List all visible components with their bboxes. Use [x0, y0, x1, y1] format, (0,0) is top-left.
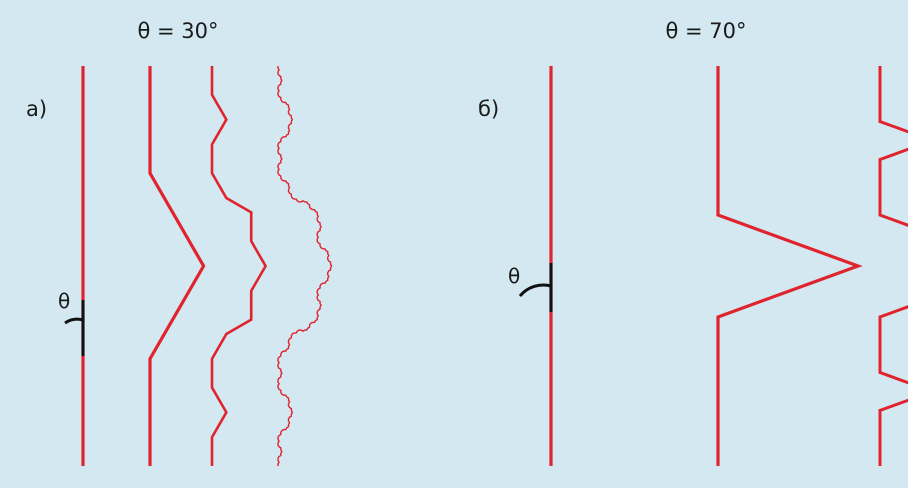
panel-a-angle-label: θ: [58, 289, 70, 313]
panel-b-angle-label: θ: [508, 264, 520, 288]
panel-b: θ = 70° б) θ: [478, 19, 908, 466]
panel-b-angle-arc: [518, 283, 552, 298]
panel-a-label: а): [26, 97, 47, 121]
panel-a-title: θ = 30°: [137, 19, 218, 43]
panel-a: θ = 30° а) θ: [26, 19, 333, 466]
koch-curve-iteration-1: [716, 66, 863, 466]
panel-b-label: б): [478, 97, 499, 121]
panel-a-curves: [81, 66, 333, 466]
koch-curve-iteration-2: [878, 66, 908, 466]
koch-curve-iteration-2: [210, 66, 268, 466]
panel-b-title: θ = 70°: [665, 19, 746, 43]
koch-curve-iteration-1: [148, 66, 206, 466]
koch-curve-iteration-4: [277, 66, 333, 466]
